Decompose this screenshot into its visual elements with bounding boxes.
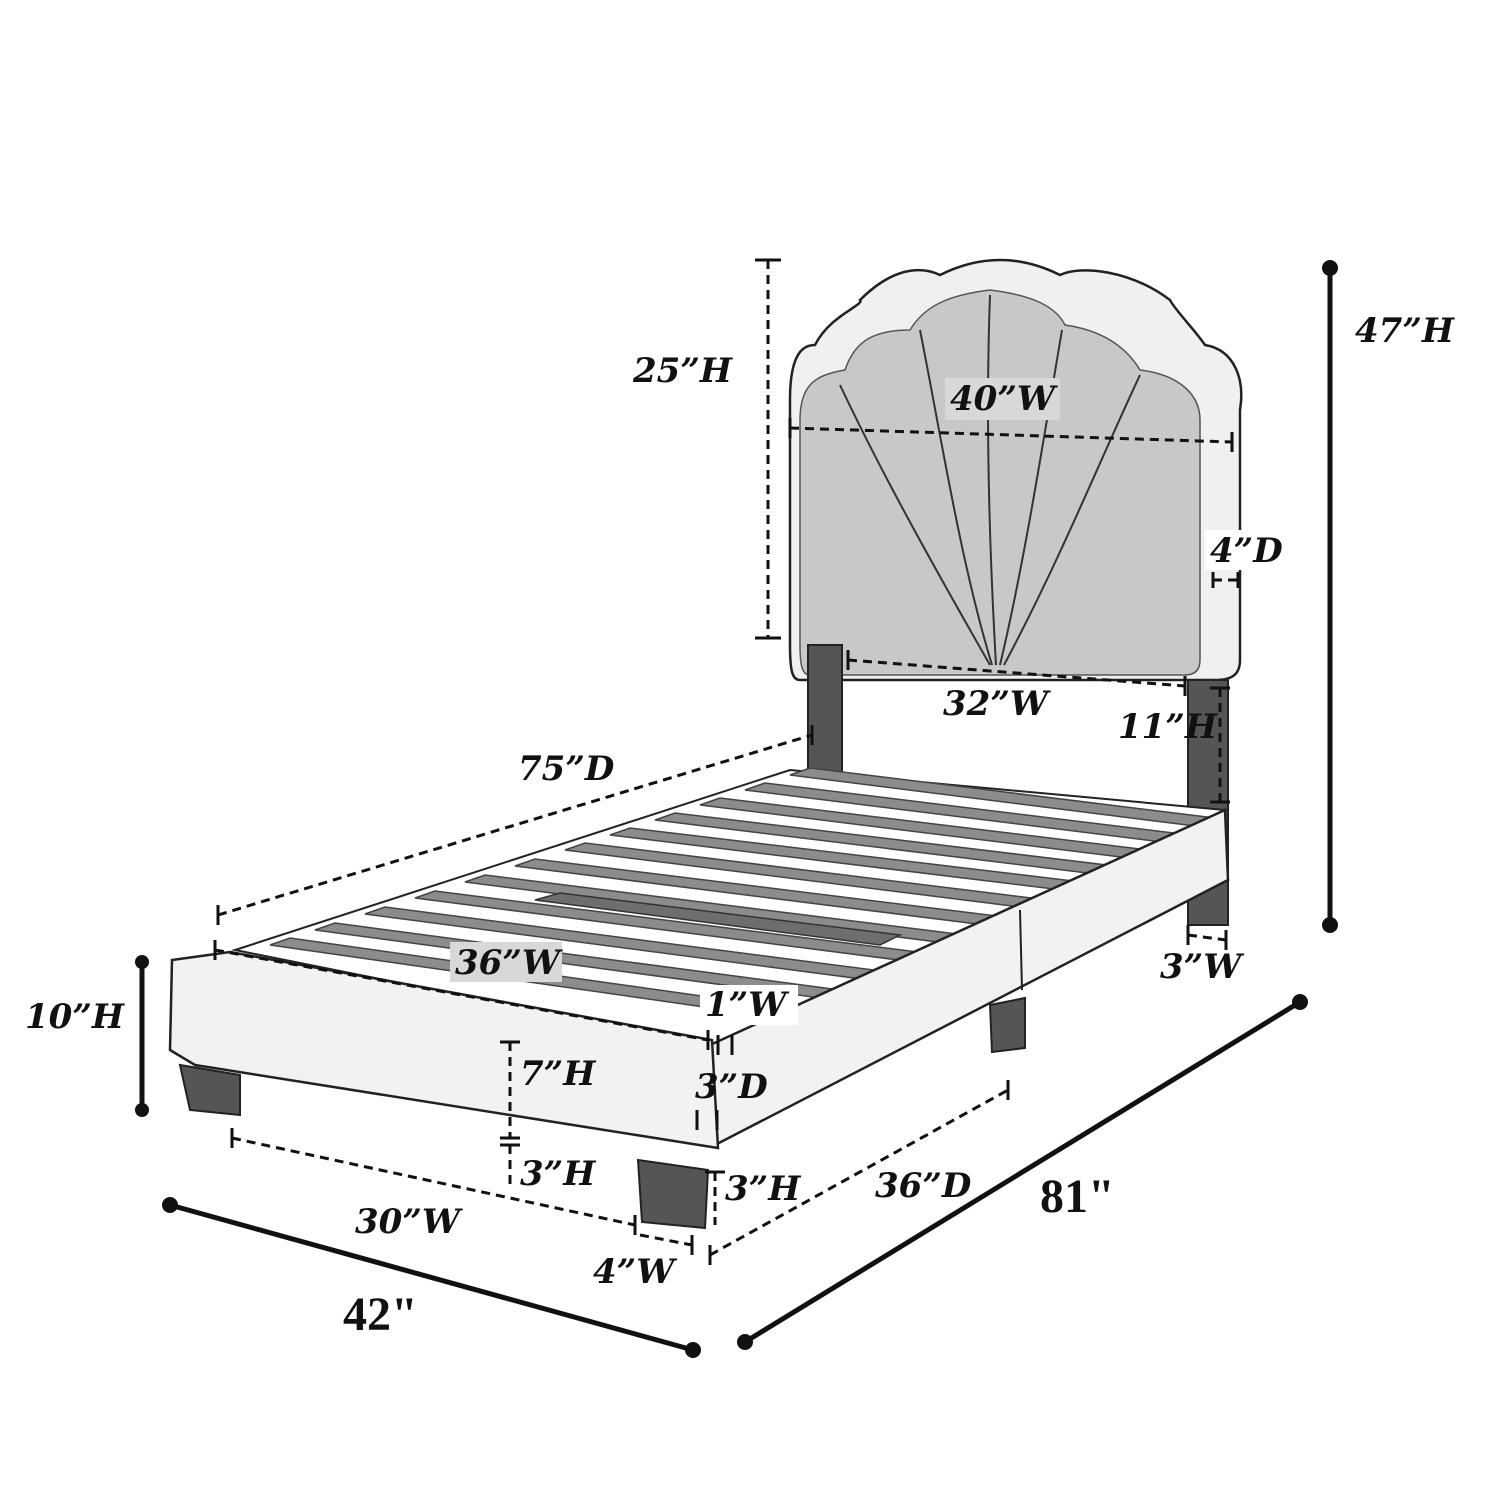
leg-front-right xyxy=(636,1158,710,1230)
label-leg-spacing-width: 30”W xyxy=(355,1202,463,1242)
headboard-seam xyxy=(986,294,997,666)
label-side-rail-height: 7”H xyxy=(520,1054,597,1094)
dim-dot xyxy=(685,1342,701,1358)
dim-line-leg-width-back xyxy=(1187,933,1227,942)
label-bg xyxy=(945,378,1060,420)
label-bg xyxy=(1205,530,1287,570)
label-inner-length: 75”D xyxy=(518,749,615,789)
label-leg-width-back: 3”W xyxy=(1160,947,1244,987)
dim-dot xyxy=(162,1197,178,1213)
label-rail-height: 10”H xyxy=(25,997,126,1037)
label-clearance-left: 3”H xyxy=(520,1154,597,1194)
dimension-lines xyxy=(135,258,1338,1358)
headboard-seam xyxy=(999,329,1063,666)
label-overall-height: 47”H xyxy=(1355,311,1456,351)
dim-line-headboard-width xyxy=(789,426,1233,444)
dim-line-leg-spacing-depth xyxy=(709,1088,1009,1257)
label-headboard-height: 25”H xyxy=(632,351,734,391)
leg-front-left xyxy=(178,1063,241,1117)
dim-line-leg-spacing-width xyxy=(231,1136,636,1227)
label-slat-width: 1”W xyxy=(705,985,789,1025)
leg-back-right xyxy=(988,996,1026,1054)
label-leg-width-front: 4”W xyxy=(593,1252,677,1292)
dim-line-leg-width-front xyxy=(639,1233,693,1247)
label-headboard-width: 40”W xyxy=(950,379,1058,419)
dim-line-overall-width xyxy=(169,1202,694,1353)
dim-line-overall-length xyxy=(743,999,1302,1345)
label-post-height: 11”H xyxy=(1118,707,1219,747)
label-post-spacing: 32”W xyxy=(943,684,1051,724)
dim-dot xyxy=(737,1334,753,1350)
headboard-seam xyxy=(1003,374,1141,666)
dim-dot xyxy=(1322,917,1338,933)
dimension-labels: 25”H 40”W 4”D 47”H 32”W 11”H 75”D 36”W 1… xyxy=(25,311,1456,1341)
dim-dot xyxy=(1322,260,1338,276)
label-headboard-depth: 4”D xyxy=(1210,531,1283,571)
label-overall-width: 42" xyxy=(343,1288,418,1341)
label-bg xyxy=(450,942,562,982)
headboard-panel xyxy=(799,289,1201,676)
dim-dot xyxy=(1292,994,1308,1010)
label-inner-width: 36”W xyxy=(455,943,563,983)
dim-line-inner-length xyxy=(217,733,813,917)
rail-seam xyxy=(1019,909,1023,991)
dim-dot xyxy=(135,1103,149,1117)
label-overall-length: 81" xyxy=(1040,1170,1115,1223)
label-bg xyxy=(700,985,798,1025)
center-support xyxy=(534,892,903,946)
label-leg-spacing-depth: 36”D xyxy=(875,1166,972,1206)
dim-line-inner-width xyxy=(214,948,709,1042)
label-clearance-right: 3”H xyxy=(725,1169,802,1209)
dim-dot xyxy=(135,955,149,969)
bed-frame xyxy=(168,767,1230,1230)
headboard-seam xyxy=(919,329,993,666)
label-rail-depth: 3”D xyxy=(695,1067,768,1107)
headboard-seam xyxy=(839,384,991,666)
dim-line-post-spacing xyxy=(847,658,1186,688)
